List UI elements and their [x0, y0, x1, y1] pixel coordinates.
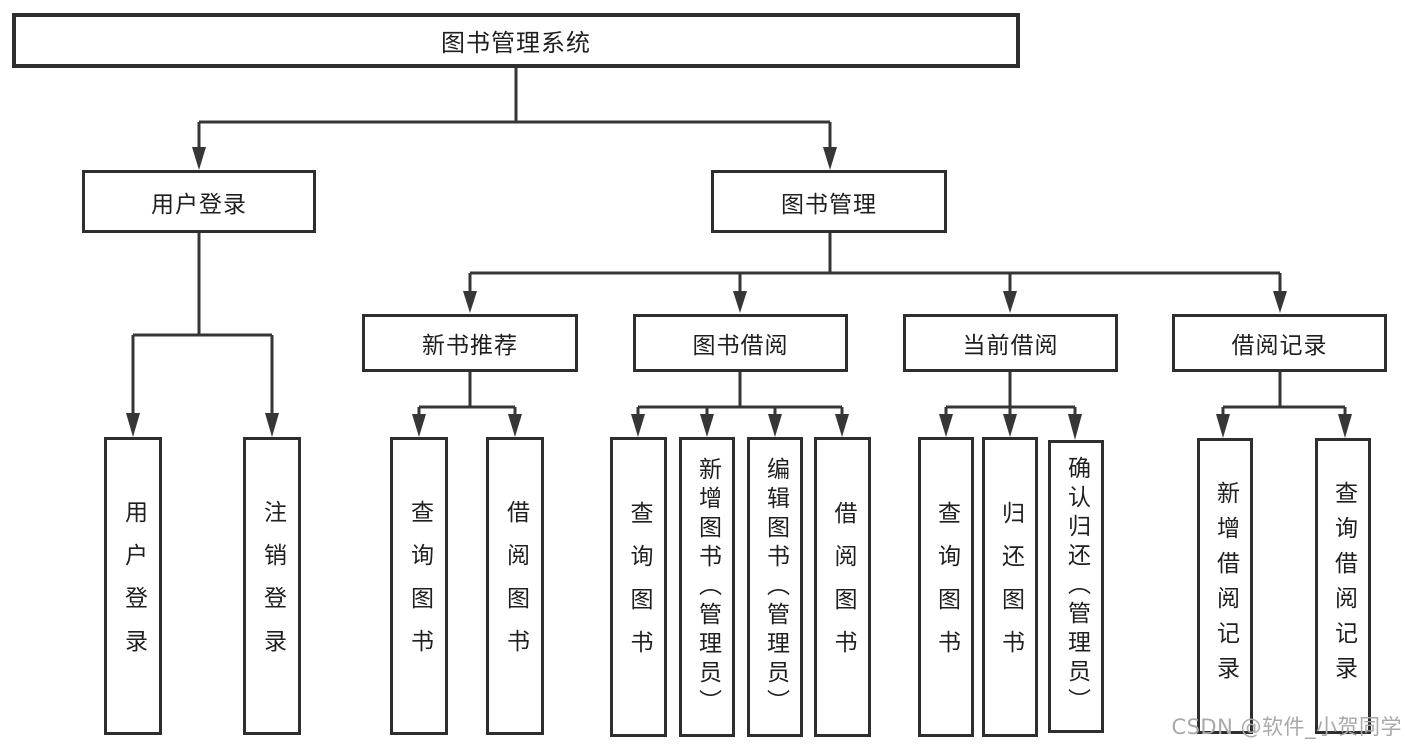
leaf-return-books-label: 归还图书: [997, 501, 1024, 673]
leaf-add-books-admin-label: 新增图书（管理员）: [694, 456, 721, 718]
csdn-watermark: CSDN @软件_小贺同学: [1171, 715, 1402, 739]
node-book-borrowing: 图书借阅: [633, 314, 848, 372]
leaf-query-books-current-label: 查询图书: [933, 501, 960, 673]
leaf-borrow-books-label: 借阅图书: [830, 501, 856, 673]
leaf-return-books: 归还图书: [982, 437, 1038, 737]
node-book-borrowing-label: 图书借阅: [692, 333, 789, 359]
leaf-add-books-admin: 新增图书（管理员）: [679, 437, 735, 737]
leaf-add-borrow-record-label: 新增借阅记录: [1212, 481, 1239, 691]
node-user-login-label: 用户登录: [151, 191, 247, 218]
leaf-query-borrow-record-label: 查询借阅记录: [1330, 481, 1357, 691]
leaf-edit-books-admin-label: 编辑图书（管理员）: [762, 456, 789, 718]
leaf-query-books-current: 查询图书: [918, 437, 974, 737]
node-borrowing-records: 借阅记录: [1172, 314, 1387, 372]
leaf-borrow-books: 借阅图书: [814, 437, 871, 737]
leaf-borrow-books-recommend-label: 借阅图书: [502, 500, 529, 672]
node-current-borrowing-label: 当前借阅: [962, 333, 1059, 359]
leaf-user-login-label: 用户登录: [120, 500, 147, 672]
node-book-management: 图书管理: [711, 170, 947, 233]
leaf-borrow-books-recommend: 借阅图书: [486, 437, 544, 735]
leaf-edit-books-admin: 编辑图书（管理员）: [747, 437, 803, 737]
node-new-book-recommend-label: 新书推荐: [422, 333, 518, 359]
leaf-add-borrow-record: 新增借阅记录: [1197, 438, 1253, 734]
node-current-borrowing: 当前借阅: [903, 314, 1118, 372]
leaf-confirm-return-admin: 确认归还（管理员）: [1048, 440, 1104, 733]
node-library-system: 图书管理系统: [12, 13, 1020, 68]
leaf-query-books-recommend: 查询图书: [390, 437, 448, 735]
node-new-book-recommend: 新书推荐: [362, 314, 578, 372]
leaf-query-books-recommend-label: 查询图书: [406, 500, 433, 672]
leaf-query-books-borrowing: 查询图书: [610, 437, 667, 737]
leaf-logout-label: 注销登录: [259, 500, 286, 672]
leaf-user-login: 用户登录: [104, 437, 162, 735]
leaf-logout: 注销登录: [243, 437, 301, 735]
leaf-query-books-borrowing-label: 查询图书: [626, 501, 652, 673]
node-library-system-label: 图书管理系统: [441, 29, 591, 57]
node-borrowing-records-label: 借阅记录: [1231, 333, 1328, 359]
leaf-confirm-return-admin-label: 确认归还（管理员）: [1063, 456, 1090, 717]
node-book-management-label: 图书管理: [781, 191, 877, 218]
node-user-login: 用户登录: [82, 170, 316, 233]
leaf-query-borrow-record: 查询借阅记录: [1315, 438, 1371, 734]
